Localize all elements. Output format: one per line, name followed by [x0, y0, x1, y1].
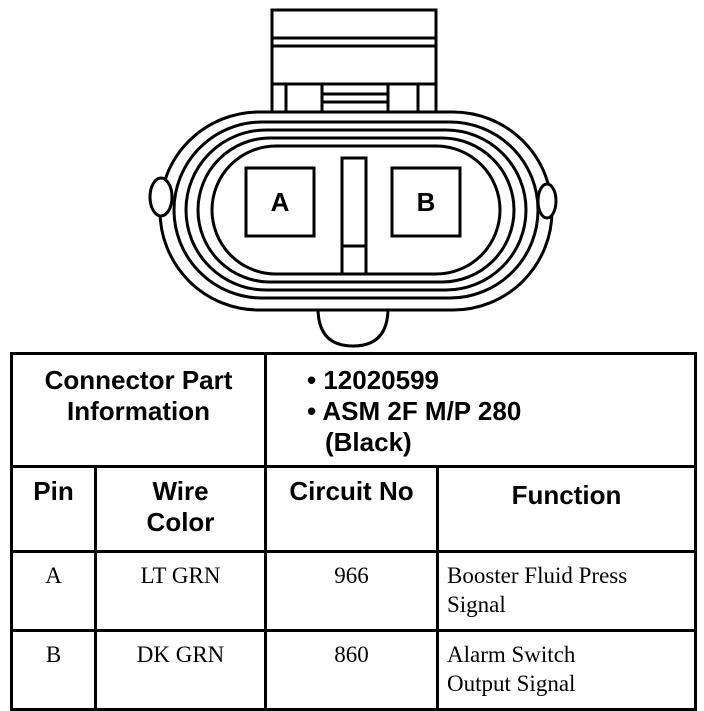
function-cell: Booster Fluid Press Signal [435, 550, 698, 632]
pin-table: Connector Part Information • 12020599 • … [10, 352, 698, 711]
pin-cell: B [10, 629, 97, 711]
cavity-a [244, 166, 316, 238]
key-slot [340, 156, 368, 274]
bottom-nub [316, 307, 390, 348]
wire-color-cell: LT GRN [94, 550, 267, 632]
connector-diagram: A B [148, 8, 558, 348]
circuit-no-cell: 860 [264, 629, 439, 711]
cavity-b-label: B [417, 187, 436, 217]
table-row: B DK GRN 860 Alarm Switch Output Signal [10, 629, 698, 711]
header-circuit-no: Circuit No [264, 465, 439, 553]
table-row: A LT GRN 966 Booster Fluid Press Signal [10, 550, 698, 632]
header-row: Pin Wire Color Circuit No Function [10, 465, 698, 553]
part-info-label: Connector Part Information [10, 352, 267, 468]
part-info-value: • 12020599 • ASM 2F M/P 280 (Black) [263, 352, 698, 468]
circuit-no-cell: 966 [264, 550, 439, 632]
locking-tab [270, 8, 438, 112]
part-description: • ASM 2F M/P 280 [307, 396, 522, 426]
part-info-row: Connector Part Information • 12020599 • … [10, 352, 698, 468]
housing-outer [158, 110, 554, 312]
header-pin: Pin [10, 465, 97, 553]
header-function: Function [435, 465, 698, 553]
cavity-b [390, 166, 462, 238]
right-ear [536, 182, 558, 220]
function-cell: Alarm Switch Output Signal [435, 629, 698, 711]
wire-color-cell: DK GRN [94, 629, 267, 711]
pin-cell: A [10, 550, 97, 632]
part-color: (Black) [325, 427, 412, 457]
left-ear [148, 176, 174, 218]
header-wire-color: Wire Color [94, 465, 267, 553]
part-number: • 12020599 [307, 365, 440, 395]
cavity-a-label: A [271, 187, 290, 217]
